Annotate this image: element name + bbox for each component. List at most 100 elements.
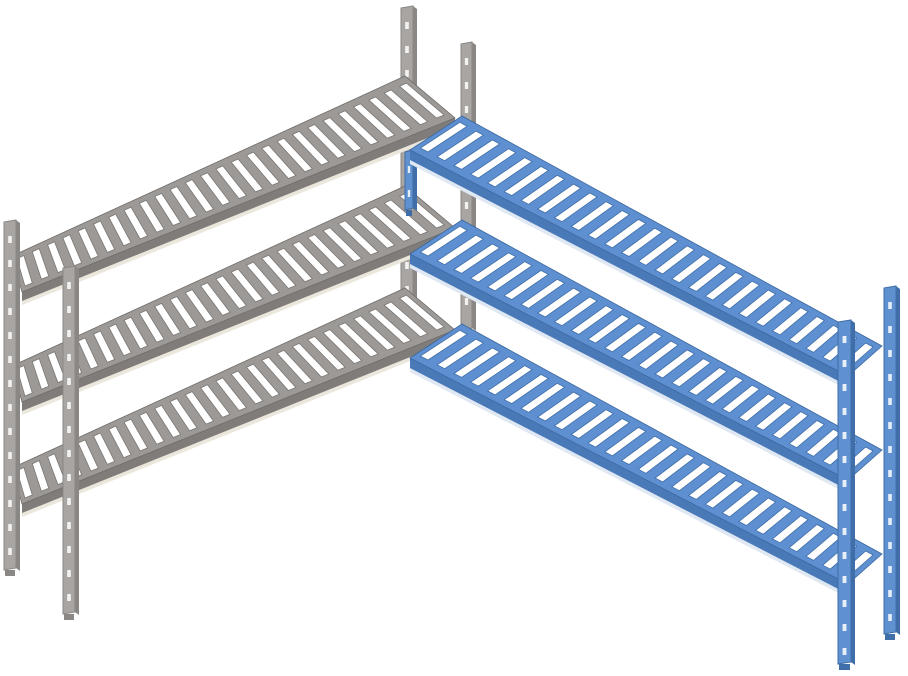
blue-shelf-1-slot [436, 130, 485, 162]
blue-shelf-1-slot [503, 165, 550, 197]
grey-post-front-mid-notch [67, 282, 71, 289]
grey-post-front-mid-notch [67, 570, 71, 577]
grey-post-back-corner-notch [464, 58, 469, 65]
blue-shelf-2-slot [453, 243, 501, 274]
grey-post-front-mid-notch [67, 426, 71, 433]
grey-post-front-left-notch [8, 452, 12, 459]
blue-shelf-3-slot [486, 365, 533, 396]
grey-shelf-3-slot [291, 342, 330, 378]
blue-shelf-3-slot [520, 382, 566, 413]
grey-post-back-corner-notch [464, 82, 469, 89]
blue-shelf-1-slot [570, 201, 615, 231]
blue-shelf-2-front-lip [410, 254, 848, 490]
grey-shelf-3-front-lip [22, 330, 455, 513]
grey-shelf-2-slot [92, 330, 116, 363]
grey-shelf-1-slot [123, 206, 149, 240]
grey-shelf-3-slot [199, 384, 231, 418]
grey-post-front-left-face [3, 219, 17, 571]
blue-shelf-3-slot [469, 356, 517, 387]
grey-shelf-3-slot [398, 294, 445, 331]
blue-shelf-3-slot [570, 409, 615, 439]
blue-post-front-mid-notch [842, 336, 847, 343]
blue-shelf-2-slot [771, 411, 809, 440]
blue-shelf-2-slot [604, 322, 647, 353]
grey-shelf-1-slot [108, 213, 132, 247]
grey-post-back-corner-notch [464, 298, 469, 305]
blue-shelf-1-slot [486, 157, 533, 188]
blue-shelf-1-slot [654, 245, 696, 275]
blue-post-front-mid-notch [842, 600, 847, 607]
blue-shelf-2-slot [436, 234, 485, 266]
blue-post-front-mid-notch [842, 408, 847, 415]
grey-shelf-3-slot [215, 377, 248, 412]
blue-post-front-mid-notch [842, 528, 847, 535]
blue-shelf-1-slot [788, 316, 826, 345]
grey-post-front-left [3, 219, 20, 576]
grey-shelf-1-slot [307, 124, 346, 159]
grey-post-front-mid-notch [67, 450, 71, 457]
grey-shelving-unit [3, 5, 476, 620]
grey-post-front-left-notch [8, 332, 12, 339]
grey-post-front-mid-face [62, 265, 76, 615]
blue-shelf-3-slot [587, 418, 631, 448]
blue-shelf-1-slot [620, 227, 663, 257]
grey-post-front-mid-foot [64, 614, 74, 620]
blue-post-front-mid [837, 319, 855, 670]
grey-shelf-1-slot [383, 89, 429, 126]
blue-shelf-3 [409, 323, 883, 598]
grey-shelf-1-slot [276, 137, 313, 173]
grey-post-back-corner-notch [464, 106, 469, 113]
grey-shelf-2-slot [352, 213, 396, 249]
blue-post-front-mid-notch [842, 360, 847, 367]
grey-shelf-1-slot [291, 130, 330, 166]
blue-shelf-1-slot [419, 121, 468, 153]
grey-shelf-2-slot [368, 206, 412, 242]
grey-post-front-mid-notch [67, 474, 71, 481]
grey-shelf-2-slot [383, 199, 429, 236]
blue-post-front-right-notch [888, 398, 892, 405]
blue-shelf-2-slot [671, 358, 712, 388]
grey-shelf-1-slot [31, 248, 50, 280]
blue-shelf-3-slot [604, 426, 647, 457]
grey-shelf-2-slot [307, 234, 346, 269]
blue-post-front-right-foot [885, 634, 895, 640]
blue-shelf-3-slot [788, 524, 826, 553]
blue-post-front-mid-notch [842, 576, 847, 583]
grey-shelf-2-slot [108, 323, 132, 357]
blue-shelf-1-slot [587, 210, 631, 240]
blue-shelf-3-slot [771, 515, 809, 544]
grey-shelf-2-slot [77, 337, 99, 370]
grey-shelf-2-slot [261, 254, 297, 289]
grey-post-front-left-notch [8, 308, 12, 315]
grey-post-front-left-notch [8, 404, 12, 411]
blue-shelf-1-slot [469, 148, 517, 179]
grey-post-back-right-notch [405, 22, 409, 29]
grey-shelf-3-slot [337, 322, 379, 358]
grey-shelf-1-slot [368, 96, 412, 132]
blue-post-front-mid-notch [842, 648, 847, 655]
blue-shelf-1-slot [704, 271, 744, 301]
blue-post-front-mid-notch [842, 480, 847, 487]
blue-shelf-2-slot [520, 278, 566, 309]
blue-post-front-right-notch [888, 518, 892, 525]
grey-shelf-1-slot [352, 103, 396, 139]
blue-shelf-3-slot [738, 497, 777, 526]
grey-shelf-1-slot [230, 158, 264, 193]
grey-shelf-3-slot [322, 329, 363, 365]
blue-shelf-1-slot [687, 263, 728, 292]
grey-shelf-3-slot [230, 370, 264, 405]
blue-shelf-2-slot [687, 367, 728, 396]
grey-shelf-3-slot [245, 363, 281, 398]
grey-post-front-mid-side [75, 266, 79, 615]
blue-shelf-3-slot [419, 329, 468, 361]
grey-shelf-1-slot [245, 151, 281, 186]
blue-post-front-right-notch [888, 542, 892, 549]
grey-shelf-2-slot [245, 261, 281, 296]
grey-post-front-left-notch [8, 356, 12, 363]
blue-shelf-2-slot [788, 420, 826, 449]
blue-shelf-2-slot [419, 225, 468, 257]
blue-shelf-2-slot [620, 331, 663, 361]
blue-post-front-mid-notch [842, 456, 847, 463]
grey-post-front-left-notch [8, 476, 12, 483]
grey-shelf-2-slot [230, 268, 264, 303]
